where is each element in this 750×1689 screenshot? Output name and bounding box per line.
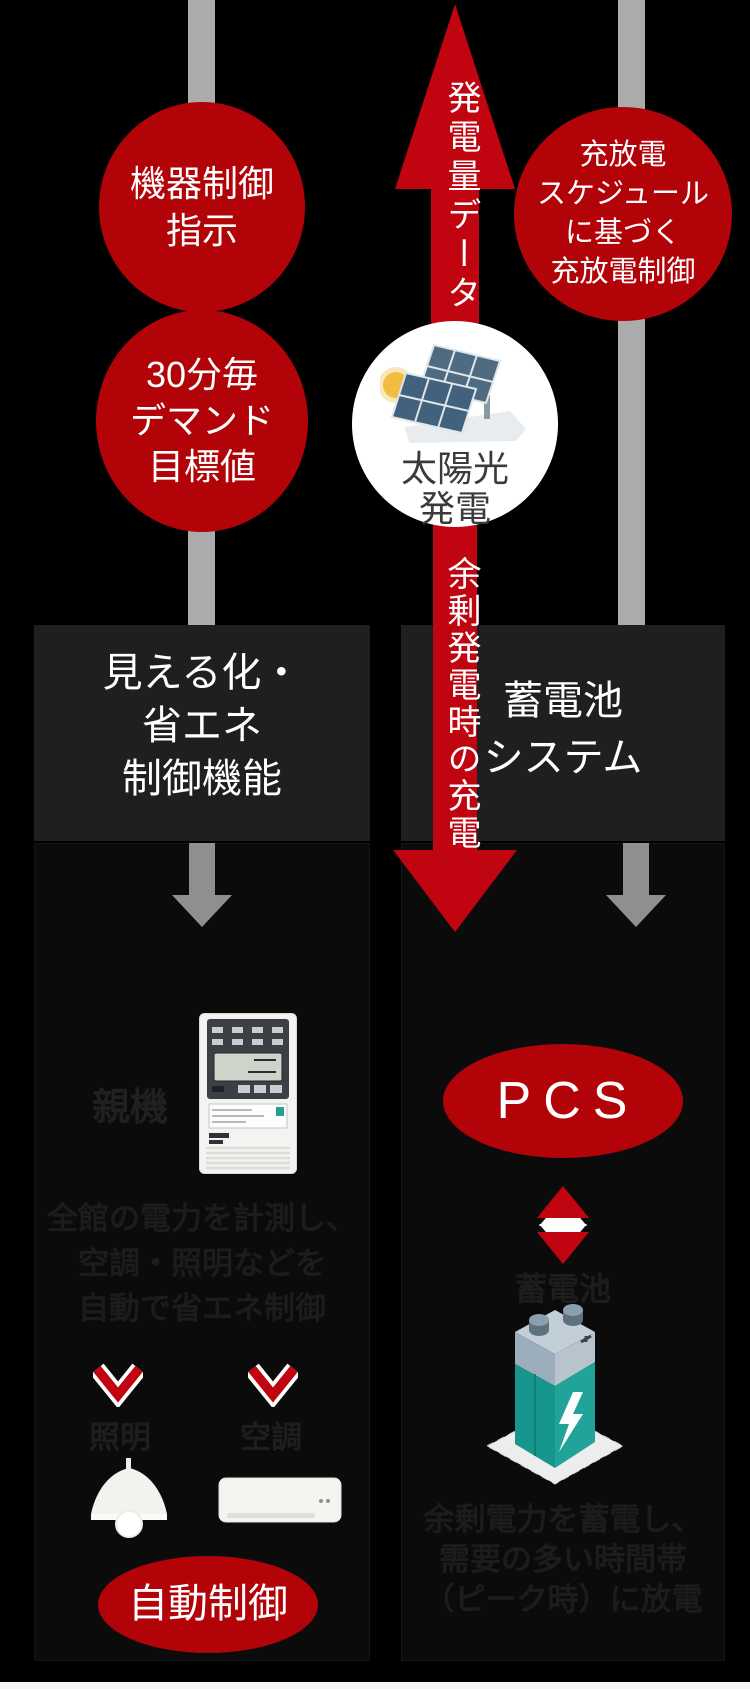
left-description-line: 全館の電力を計測し、 — [47, 1201, 357, 1236]
left-title-line: 省エネ — [142, 704, 262, 748]
pcs-bubble: PCS — [443, 1044, 683, 1158]
left-section-title: 見える化・ 省エネ 制御機能 — [34, 625, 370, 841]
charge-schedule-line: 充放電 — [579, 139, 667, 171]
demand-target-bubble: 30分毎 デマンド 目標値 — [96, 310, 308, 532]
gray-down-arrow-icon — [172, 843, 232, 927]
left-title-line: 見える化・ — [102, 651, 302, 695]
auto-control-pill: 自動制御 — [98, 1556, 318, 1653]
surplus-charge-label: 余剰発電時の充電 — [442, 556, 480, 852]
left-description-line: 自動で省エネ制御 — [78, 1291, 326, 1326]
left-title-line: 制御機能 — [122, 757, 282, 801]
down-arrow-icon — [393, 520, 517, 932]
device-control-bubble: 機器制御 指示 — [99, 102, 305, 312]
red-chevron-icon — [93, 1363, 143, 1407]
left-content-box — [34, 843, 370, 1661]
device-control-line: 指示 — [165, 210, 238, 251]
generation-data-label: 発電量データ — [442, 80, 480, 314]
demand-target-line: 目標値 — [147, 446, 256, 487]
target-label-aircon: 空調 — [240, 1420, 302, 1455]
air-conditioner-icon — [218, 1477, 342, 1523]
charge-schedule-line: 充放電制御 — [550, 256, 696, 288]
solar-label-line: 太陽光 — [400, 448, 509, 489]
right-title-line: システム — [483, 736, 643, 780]
gray-down-arrow-icon — [606, 843, 666, 927]
right-description-line: （ピーク時）に放電 — [423, 1582, 703, 1617]
page-bottom-strip — [0, 1682, 750, 1689]
charge-schedule-bubble: 充放電 スケジュール に基づく 充放電制御 — [514, 107, 732, 321]
solar-node: 太陽光 発電 — [352, 321, 558, 529]
battery-icon — [485, 1304, 625, 1485]
demand-controller-image — [199, 1013, 297, 1174]
charge-schedule-line: スケジュール — [537, 178, 709, 210]
right-title-line: 蓄電池 — [503, 679, 623, 723]
right-description-line: 余剰電力を蓄電し、 — [423, 1502, 703, 1537]
red-chevron-icon — [248, 1363, 298, 1407]
solar-label-line: 発電 — [418, 488, 491, 529]
device-label: 親機 — [91, 1087, 168, 1129]
up-arrow-icon — [395, 4, 515, 334]
battery-label: 蓄電池 — [514, 1271, 611, 1307]
charge-discharge-arrows-icon — [537, 1186, 589, 1264]
demand-target-line: デマンド — [129, 400, 274, 441]
demand-target-line: 30分毎 — [145, 354, 259, 395]
lamp-icon — [91, 1458, 167, 1538]
device-control-line: 機器制御 — [129, 163, 274, 204]
target-label-lighting: 照明 — [89, 1420, 151, 1455]
charge-schedule-line: に基づく — [564, 217, 681, 249]
right-description-line: 需要の多い時間帯 — [439, 1542, 687, 1577]
right-description: 余剰電力を蓄電し、 需要の多い時間帯 （ピーク時）に放電 — [408, 1500, 718, 1620]
left-description: 全館の電力を計測し、 空調・照明などを 自動で省エネ制御 — [40, 1196, 364, 1331]
solar-panel-icon — [380, 343, 526, 443]
left-description-line: 空調・照明などを — [78, 1246, 326, 1281]
